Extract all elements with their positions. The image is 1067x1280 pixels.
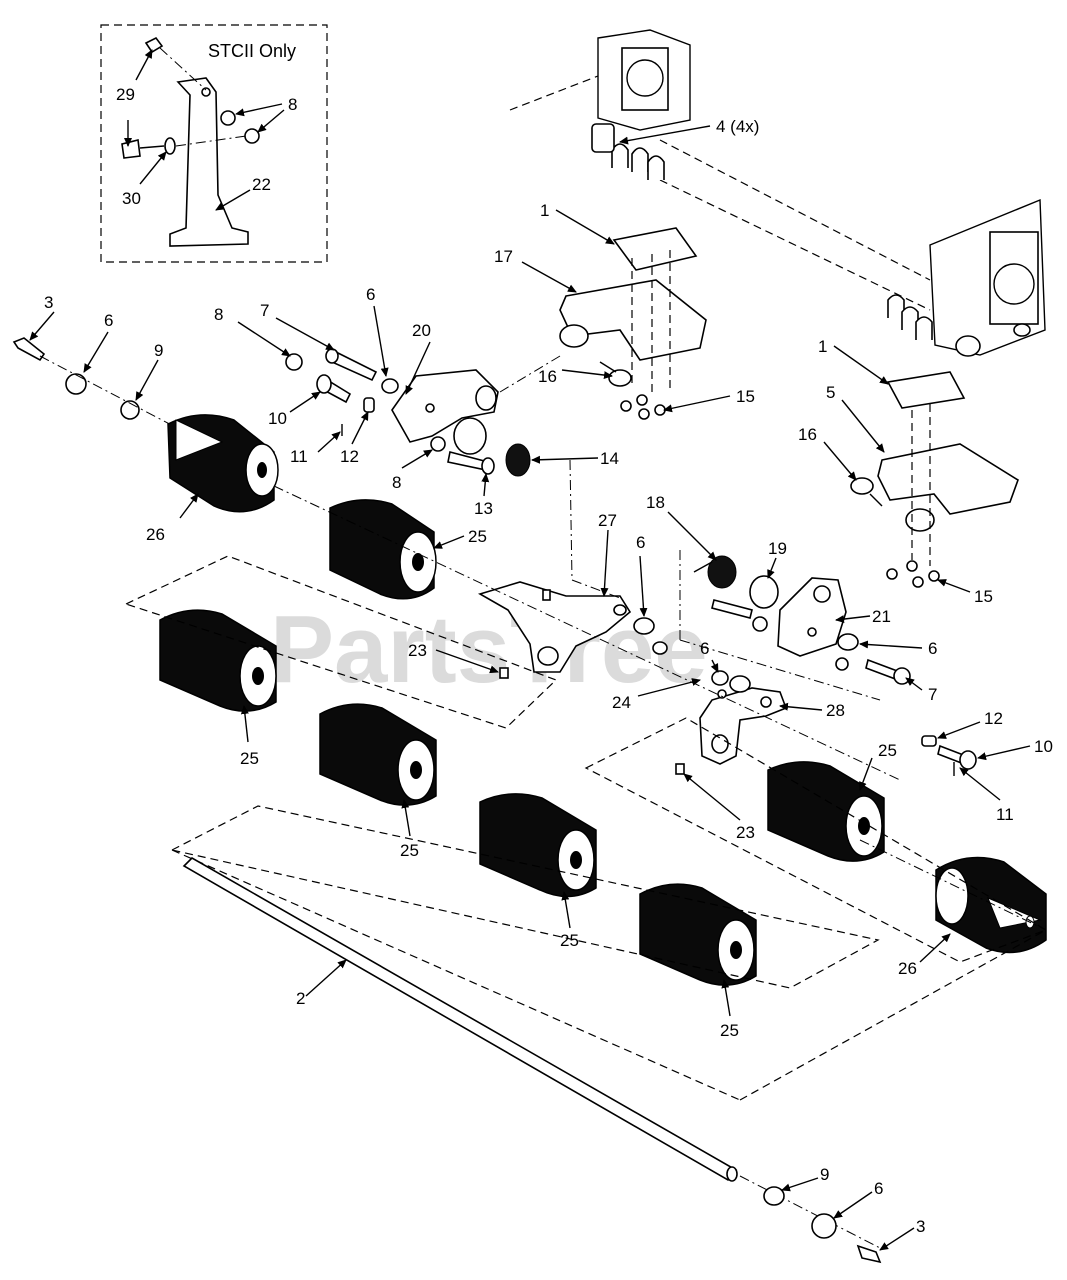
callout-29: 29: [116, 85, 135, 104]
roller-25-d: [479, 793, 597, 898]
right-hitch: [679, 371, 1019, 776]
arm-28: [699, 687, 788, 765]
callout-6-mid: 6: [636, 533, 645, 552]
callout-10-right: 10: [1034, 737, 1053, 756]
callout-1-left: 1: [540, 201, 549, 220]
spring-18: [707, 555, 737, 589]
callout-25-c: 25: [400, 841, 419, 860]
bolt-29: [144, 36, 164, 54]
nut-8-inset-a: [220, 110, 236, 126]
spring-14: [505, 443, 531, 477]
callout-10-left: 10: [268, 409, 287, 428]
left-end-hardware: [12, 337, 201, 441]
rollers: [159, 414, 1047, 986]
nut-8-inset-b: [244, 128, 260, 144]
callout-26-right: 26: [898, 959, 917, 978]
callout-5: 5: [826, 383, 835, 402]
pin-16-left: [608, 369, 632, 387]
roller-25-c: [319, 703, 437, 806]
callout-8-left: 8: [214, 305, 223, 324]
callout-3-right: 3: [916, 1217, 925, 1236]
roller-25-b: [159, 609, 277, 712]
tractor-frame: [509, 29, 1046, 357]
callout-19: 19: [768, 539, 787, 558]
callout-17: 17: [494, 247, 513, 266]
callout-2: 2: [296, 989, 305, 1008]
callout-6-right: 6: [928, 639, 937, 658]
roller-26-right: [935, 856, 1047, 954]
callout-15-right: 15: [974, 587, 993, 606]
callout-28: 28: [826, 701, 845, 720]
callout-6-bottom: 6: [874, 1179, 883, 1198]
group-outlines: [124, 485, 1048, 1101]
callout-7-left: 7: [260, 301, 269, 320]
callout-13: 13: [474, 499, 493, 518]
stcii-inset: STCII Only: [100, 24, 328, 263]
callout-6-left: 6: [104, 311, 113, 330]
callout-16-right: 16: [798, 425, 817, 444]
arm-21: [777, 577, 847, 657]
callout-30: 30: [122, 189, 141, 208]
callout-6-upper: 6: [366, 285, 375, 304]
arm-20: [391, 369, 499, 443]
callout-11-right: 11: [996, 805, 1014, 824]
callout-26-left: 26: [146, 525, 165, 544]
callout-18: 18: [646, 493, 665, 512]
arm-27: [477, 581, 632, 673]
bolt-30: [121, 139, 141, 159]
watermark-text: PartsTree: [270, 596, 708, 703]
callout-24: 24: [612, 693, 631, 712]
inset-label: STCII Only: [208, 41, 296, 61]
bracket-22: [169, 77, 249, 247]
callout-25-d: 25: [560, 931, 579, 950]
plate-1-right: [886, 371, 966, 409]
callout-9-right: 9: [820, 1165, 829, 1184]
callout-15-left: 15: [736, 387, 755, 406]
roller-25-e: [639, 883, 757, 986]
callout-7-right: 7: [928, 685, 937, 704]
callout-9-left: 9: [154, 341, 163, 360]
callout-12-left: 12: [340, 447, 359, 466]
callout-labels: 29 8 30 22 4 (4x) 1 17 16 15 1 5 16 15 3…: [44, 85, 1053, 1236]
callout-8-mid: 8: [392, 473, 401, 492]
callout-8-inset: 8: [288, 95, 297, 114]
shaft-2: [182, 857, 882, 1264]
leader-lines: [29, 49, 1031, 1251]
callout-23-left: 23: [408, 641, 427, 660]
callout-27: 27: [598, 511, 617, 530]
callout-11-left: 11: [290, 447, 308, 466]
pin-16-right: [850, 477, 874, 495]
callout-3-left: 3: [44, 293, 53, 312]
plate-1-left: [612, 227, 698, 271]
roller-25-f: [767, 761, 885, 862]
callout-14: 14: [600, 449, 619, 468]
callout-6-lower: 6: [700, 639, 709, 658]
callout-25-b: 25: [240, 749, 259, 768]
callout-23-right: 23: [736, 823, 755, 842]
hitch-bracket-5: [877, 443, 1019, 515]
callout-20: 20: [412, 321, 431, 340]
left-hitch: [285, 227, 707, 477]
callout-12-right: 12: [984, 709, 1003, 728]
roller-26-left: [167, 414, 279, 513]
center-arms: [477, 459, 788, 775]
callout-25-e: 25: [720, 1021, 739, 1040]
callout-25-row1: 25: [468, 527, 487, 546]
callout-22: 22: [252, 175, 271, 194]
callout-16-left: 16: [538, 367, 557, 386]
callout-1-right: 1: [818, 337, 827, 356]
callout-4: 4 (4x): [716, 117, 759, 136]
callout-21: 21: [872, 607, 891, 626]
hitch-bracket-17: [559, 279, 707, 361]
roller-25-a: [329, 499, 437, 600]
callout-25-f: 25: [878, 741, 897, 760]
